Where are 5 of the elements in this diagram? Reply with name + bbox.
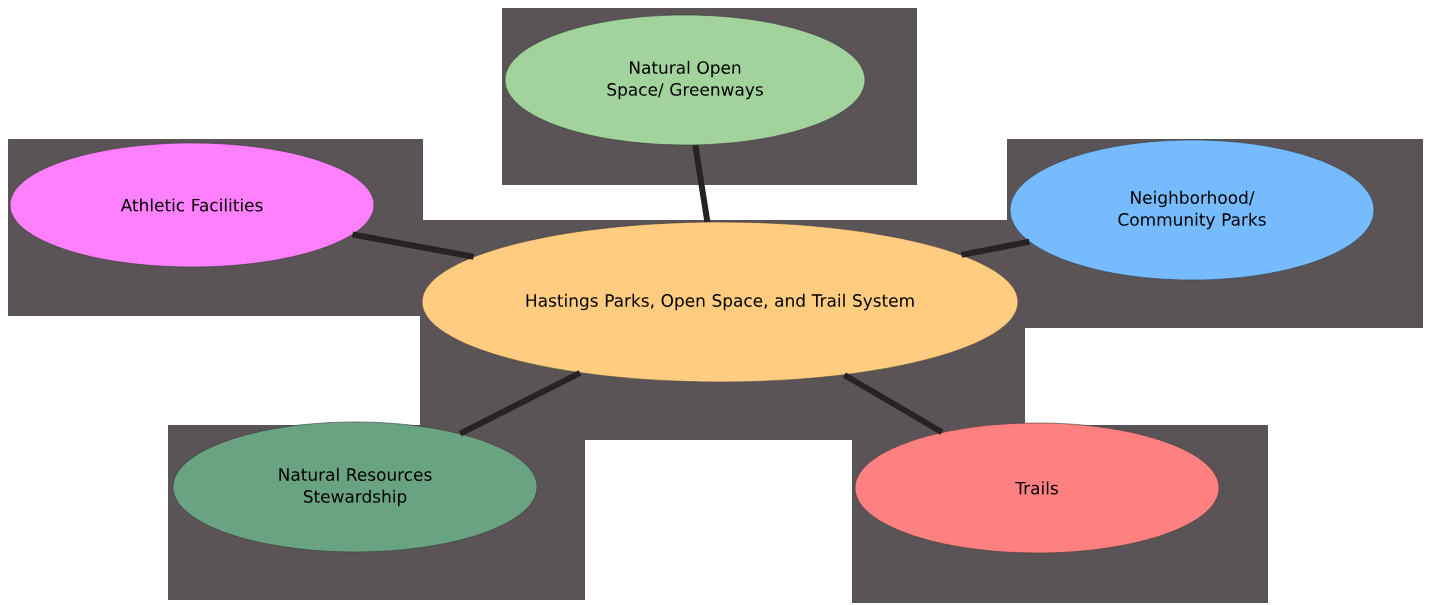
connector-line bbox=[458, 370, 582, 437]
connector-line bbox=[692, 144, 711, 223]
connector-line bbox=[352, 231, 475, 260]
connector-line bbox=[842, 372, 944, 435]
connector-line bbox=[961, 238, 1030, 258]
